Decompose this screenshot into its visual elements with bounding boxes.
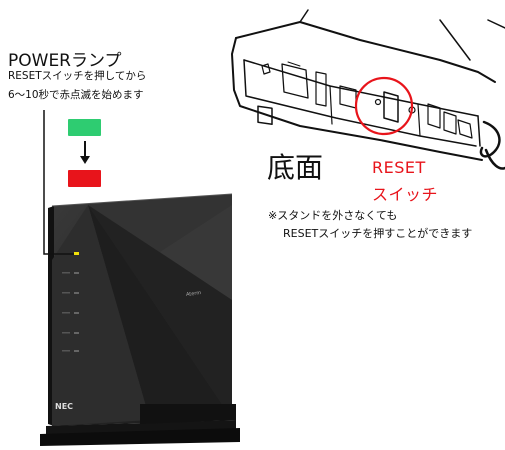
brand-logo: NEC bbox=[55, 402, 74, 411]
arrow-down-icon bbox=[80, 141, 90, 164]
note-line1: ※スタンドを外さなくても bbox=[268, 209, 398, 222]
router-bottom-illustration bbox=[231, 9, 505, 170]
power-caption-line2: 6～10秒で赤点滅を始めます bbox=[8, 89, 144, 101]
led-green-swatch bbox=[68, 119, 101, 136]
note-line2: RESETスイッチを押すことができます bbox=[283, 227, 473, 240]
reset-label-line2: スイッチ bbox=[372, 185, 439, 204]
bottom-view-title: 底面 bbox=[267, 151, 324, 184]
router-illustration bbox=[40, 193, 240, 446]
power-caption-line1: RESETスイッチを押してから bbox=[8, 70, 147, 82]
power-lamp-title: POWERランプ bbox=[8, 51, 122, 71]
led-red-swatch bbox=[68, 170, 101, 187]
reset-label-line1: RESET bbox=[372, 158, 426, 177]
callout-line bbox=[43, 110, 74, 255]
highlight-circle bbox=[354, 76, 414, 136]
